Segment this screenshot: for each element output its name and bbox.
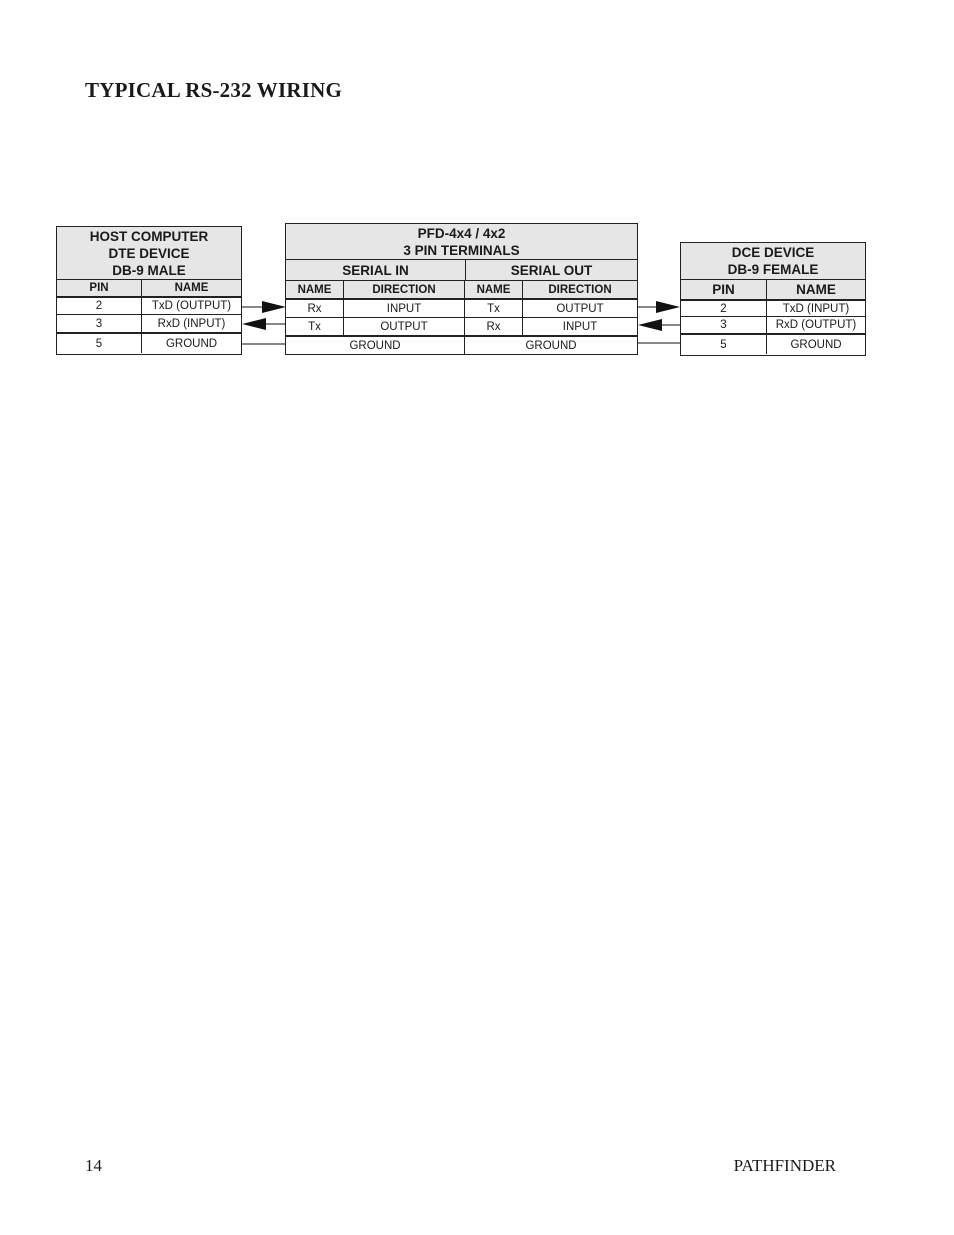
pfd-col-name: NAME [465, 281, 523, 298]
host-pin-name: TxD (OUTPUT) [151, 300, 232, 312]
host-header: HOST COMPUTER DTE DEVICE DB-9 MALE [57, 227, 241, 280]
table-row: 2 TxD (OUTPUT) [57, 297, 241, 315]
dce-pin-name: TxD (INPUT) [782, 302, 850, 315]
dce-header: DCE DEVICE DB-9 FEMALE [681, 243, 865, 280]
dce-pin: 2 [681, 301, 767, 316]
pfd-col-direction: DIRECTION [523, 281, 637, 298]
host-pin-name: RxD (INPUT) [157, 317, 226, 330]
table-row: 3 RxD (INPUT) [57, 315, 241, 333]
host-pin: 2 [57, 298, 142, 314]
pfd-out-name: Tx [465, 300, 523, 317]
table-row: 5 GROUND [57, 333, 241, 353]
host-col-name: NAME [142, 280, 241, 296]
page-number: 14 [85, 1156, 102, 1175]
page-title: TYPICAL RS-232 WIRING [85, 78, 343, 102]
pfd-in-direction: OUTPUT [344, 318, 465, 335]
pfd-terminals-table: PFD-4x4 / 4x2 3 PIN TERMINALS SERIAL IN … [285, 223, 638, 355]
serial-in-label: SERIAL IN [286, 260, 466, 280]
pfd-header: PFD-4x4 / 4x2 3 PIN TERMINALS [286, 224, 637, 260]
dce-pin-name: RxD (OUTPUT) [775, 319, 857, 331]
pfd-ground-in: GROUND [286, 337, 465, 354]
table-row: GROUND GROUND [286, 336, 637, 354]
dce-column-header-row: PIN NAME [681, 280, 865, 300]
host-header-line: HOST COMPUTER [89, 229, 209, 244]
pfd-col-direction: DIRECTION [344, 281, 465, 298]
dce-pin: 5 [681, 335, 767, 354]
footer-product-name: PATHFINDER [733, 1156, 836, 1175]
pfd-out-direction: INPUT [562, 320, 598, 333]
pfd-ground-out: GROUND [525, 339, 577, 352]
dce-device-table: DCE DEVICE DB-9 FEMALE PIN NAME 2 TxD (I… [680, 242, 866, 356]
dce-col-name: NAME [767, 280, 865, 299]
serial-out-label: SERIAL OUT [510, 262, 593, 278]
arrow-left-icon [638, 319, 662, 331]
host-computer-table: HOST COMPUTER DTE DEVICE DB-9 MALE PIN N… [56, 226, 242, 355]
pfd-header-line: PFD-4x4 / 4x2 [417, 226, 506, 241]
host-column-header-row: PIN NAME [57, 280, 241, 297]
pfd-in-direction: INPUT [344, 300, 465, 317]
table-row: 2 TxD (INPUT) [681, 300, 865, 317]
pfd-out-name: Rx [465, 318, 523, 335]
arrow-right-icon [656, 301, 680, 313]
table-row: Tx OUTPUT Rx INPUT [286, 318, 637, 336]
table-row: Rx INPUT Tx OUTPUT [286, 299, 637, 318]
pfd-in-name: Tx [286, 318, 344, 335]
dce-col-pin: PIN [681, 280, 767, 299]
pfd-column-header-row: NAME DIRECTION NAME DIRECTION [286, 281, 637, 299]
arrow-right-icon [262, 301, 286, 313]
arrow-left-icon [242, 318, 266, 330]
host-header-line: DB-9 MALE [112, 263, 186, 278]
dce-header-line: DCE DEVICE [731, 245, 815, 260]
pfd-in-name: Rx [286, 300, 344, 317]
pfd-out-direction: OUTPUT [556, 302, 604, 315]
host-pin-name: GROUND [165, 337, 218, 350]
host-col-pin: PIN [57, 280, 142, 296]
dce-pin-name: GROUND [790, 338, 842, 351]
pfd-section-row: SERIAL IN SERIAL OUT [286, 260, 637, 281]
table-row: 5 GROUND [681, 334, 865, 354]
pfd-header-line: 3 PIN TERMINALS [403, 243, 520, 258]
host-pin: 5 [57, 334, 142, 353]
dce-header-line: DB-9 FEMALE [727, 262, 819, 277]
host-pin: 3 [57, 315, 142, 332]
table-row: 3 RxD (OUTPUT) [681, 317, 865, 334]
host-header-line: DTE DEVICE [108, 246, 190, 261]
pfd-col-name: NAME [286, 281, 344, 298]
dce-pin: 3 [681, 317, 767, 333]
wiring-diagram [242, 301, 680, 345]
